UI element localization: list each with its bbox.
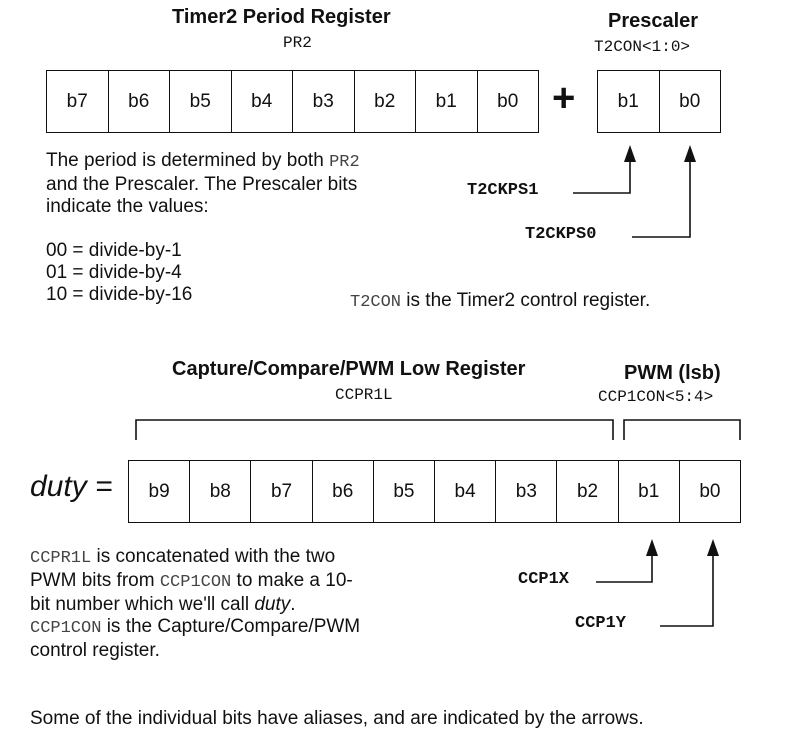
ccpr1l-register-name: CCPR1L bbox=[335, 386, 393, 404]
ccp1x-arrow bbox=[596, 539, 658, 583]
duty-em: duty bbox=[254, 594, 291, 615]
duty-label: duty = bbox=[30, 470, 113, 503]
duty-line4: is the Capture/Compare/PWM bbox=[101, 616, 361, 637]
ccpr1l-title: Capture/Compare/PWM Low Register bbox=[172, 358, 526, 380]
prescaler-values: 00 = divide-by-1 01 = divide-by-4 10 = d… bbox=[46, 240, 192, 306]
pr2-bit: b5 bbox=[170, 71, 232, 132]
t2ckps1-label: T2CKPS1 bbox=[467, 181, 539, 200]
pr2-bit: b4 bbox=[232, 71, 293, 132]
duty-bit: b3 bbox=[496, 461, 558, 522]
period-line2: and the Prescaler. The Prescaler bits bbox=[46, 174, 358, 195]
prescaler-title: Prescaler bbox=[608, 10, 699, 32]
pr2-bit: b6 bbox=[109, 71, 170, 132]
t2con-note-text: is the Timer2 control register. bbox=[401, 290, 651, 311]
pr2-register-name: PR2 bbox=[283, 34, 312, 52]
duty-bit: b6 bbox=[313, 461, 374, 522]
duty-bit: b4 bbox=[435, 461, 497, 522]
ccp1con-bracket bbox=[623, 419, 741, 440]
ccp1y-label: CCP1Y bbox=[575, 614, 627, 633]
timer2-title: Timer2 Period Register bbox=[172, 6, 391, 28]
ccp1x-label: CCP1X bbox=[518, 570, 570, 589]
pr2-bit: b7 bbox=[47, 71, 109, 132]
prescaler-value: 10 = divide-by-16 bbox=[46, 284, 193, 305]
duty-bit: b8 bbox=[190, 461, 252, 522]
t2ckps0-label: T2CKPS0 bbox=[525, 225, 597, 244]
duty-bit: b7 bbox=[251, 461, 313, 522]
ccp1y-arrow bbox=[660, 539, 719, 627]
t2ckps1-arrow bbox=[573, 145, 636, 194]
duty-line3: bit number which we'll call bbox=[30, 594, 255, 615]
prescaler-value: 01 = divide-by-4 bbox=[46, 262, 182, 283]
pr2-register: b7 b6 b5 b4 b3 b2 b1 b0 bbox=[46, 70, 539, 133]
duty-bit: b9 bbox=[129, 461, 191, 522]
ccpr1l-code: CCPR1L bbox=[30, 549, 92, 568]
pr2-code: PR2 bbox=[329, 153, 360, 172]
period-description: The period is determined by both PR2 and… bbox=[46, 150, 360, 218]
duty-register: b9 b8 b7 b6 b5 b4 b3 b2 b1 b0 bbox=[128, 460, 741, 523]
duty-line2-end: to make a 10- bbox=[231, 570, 353, 591]
pr2-bit: b2 bbox=[355, 71, 416, 132]
t2ckps0-arrow bbox=[632, 145, 696, 238]
duty-bit: b2 bbox=[557, 461, 619, 522]
duty-bit: b0 bbox=[699, 480, 721, 502]
prescaler-bit: b0 bbox=[679, 90, 701, 112]
period-line1: The period is determined by both bbox=[46, 150, 330, 171]
t2con-register-name: T2CON<1:0> bbox=[594, 38, 691, 56]
prescaler-value: 00 = divide-by-1 bbox=[46, 240, 182, 261]
pr2-bit: b0 bbox=[497, 90, 519, 112]
pr2-bit: b1 bbox=[416, 71, 478, 132]
prescaler-register: b1 b0 bbox=[597, 70, 721, 133]
pwm-lsb-title: PWM (lsb) bbox=[624, 362, 721, 384]
duty-description: CCPR1L is concatenated with the two PWM … bbox=[30, 546, 360, 662]
ccp1con-code: CCP1CON bbox=[30, 619, 102, 638]
duty-bit: b5 bbox=[374, 461, 436, 522]
prescaler-bit: b1 bbox=[598, 71, 660, 132]
period-line3: indicate the values: bbox=[46, 196, 209, 217]
duty-bit: b1 bbox=[619, 461, 680, 522]
duty-line3-end: . bbox=[290, 594, 296, 615]
t2con-code: T2CON bbox=[350, 293, 402, 312]
ccpr1l-bracket bbox=[135, 419, 614, 440]
duty-line5: control register. bbox=[30, 640, 160, 661]
ccp1con-register-name: CCP1CON<5:4> bbox=[598, 388, 714, 406]
pr2-bit: b3 bbox=[293, 71, 355, 132]
plus-sign: + bbox=[552, 76, 576, 120]
duty-line1: is concatenated with the two bbox=[91, 546, 336, 567]
ccp1con-code: CCP1CON bbox=[159, 573, 232, 592]
t2con-note: T2CON is the Timer2 control register. bbox=[350, 290, 650, 314]
duty-line2: PWM bits from bbox=[30, 570, 160, 591]
footer-note: Some of the individual bits have aliases… bbox=[30, 708, 644, 729]
